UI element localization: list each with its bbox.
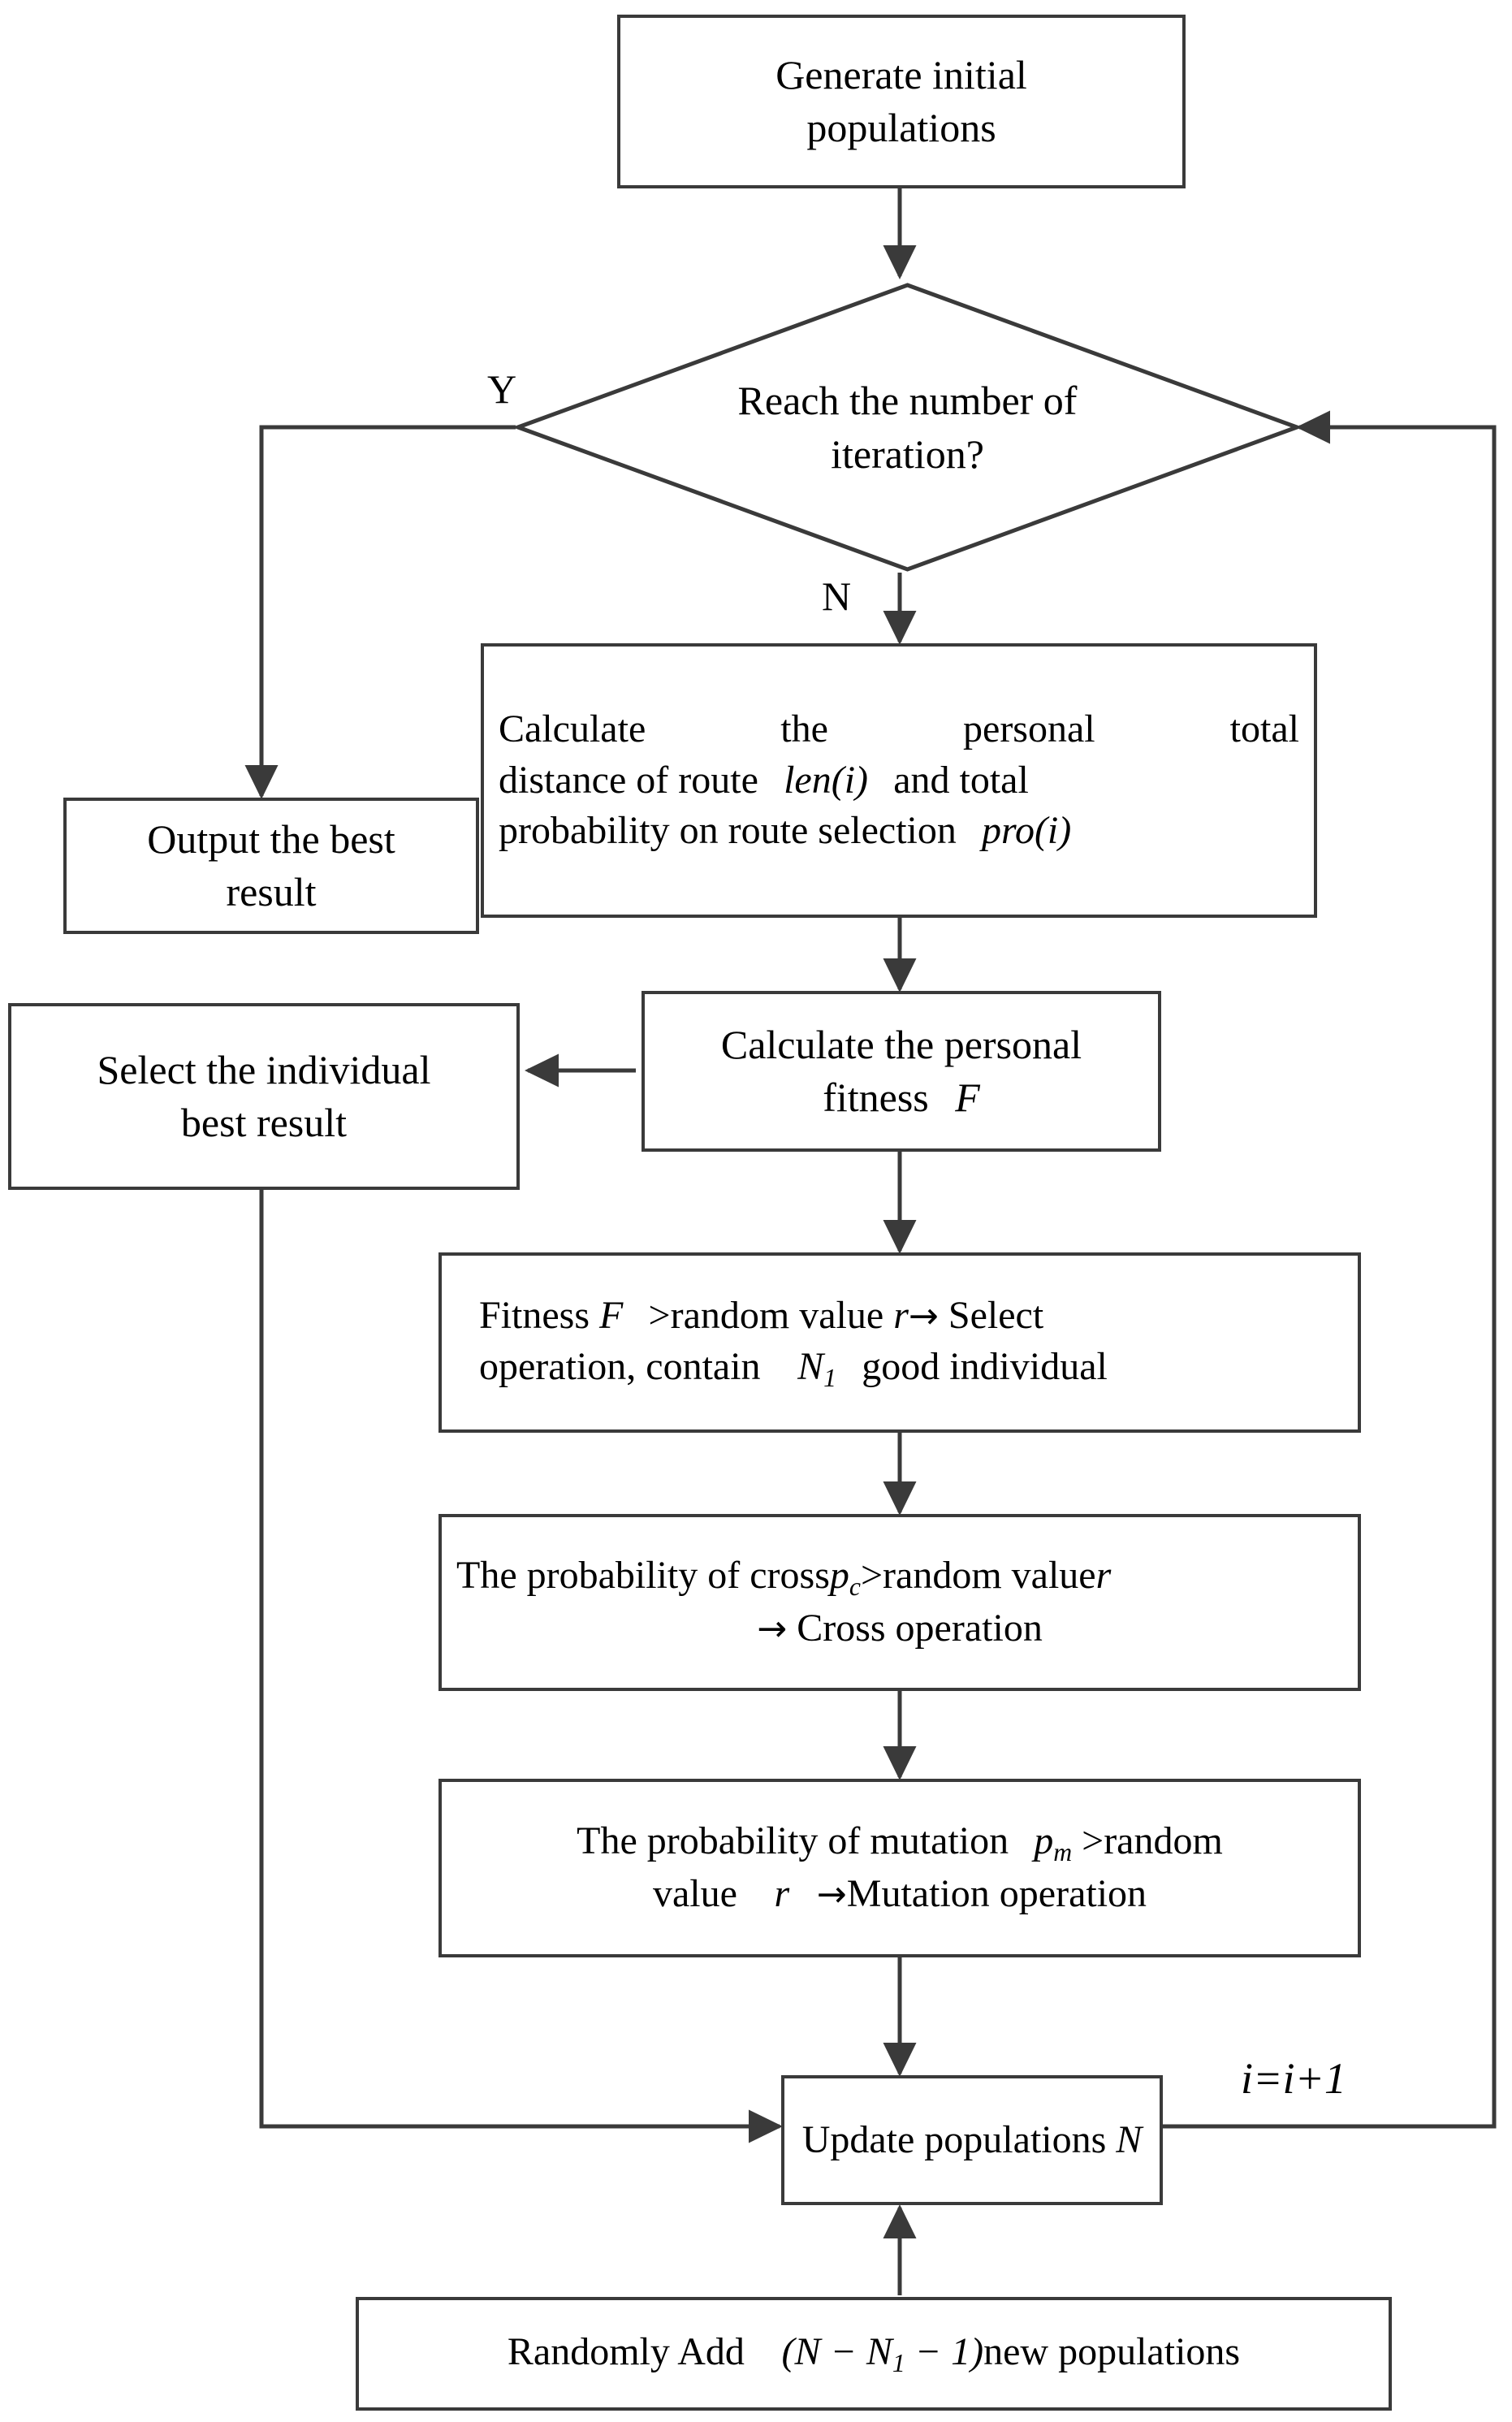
edge-label-no: N xyxy=(822,573,852,619)
select-op-N1: N1 xyxy=(797,1344,836,1392)
node-output-best-result[interactable]: Output the best result xyxy=(63,798,479,934)
mutation-op-pm: pm xyxy=(1034,1819,1073,1867)
node-generate-initial-populations[interactable]: Generate initial populations xyxy=(617,15,1186,188)
mutation-op-r: r xyxy=(774,1872,790,1916)
cross-op-arrow-icon: → xyxy=(757,1608,788,1650)
select-op-arrow-icon: → xyxy=(908,1295,939,1338)
calc-fitness-line-1: Calculate the personal xyxy=(720,1022,1082,1067)
edge-label-increment: i=i+1 xyxy=(1241,2054,1346,2103)
mutation-op-line-1b: >random xyxy=(1082,1819,1223,1863)
node-update-populations[interactable]: Update populations N xyxy=(781,2075,1163,2205)
randomly-add-expression: (N − N1 − 1) xyxy=(781,2330,984,2378)
update-pop-line-1a: Update populations xyxy=(801,2117,1107,2161)
output-best-line-2: result xyxy=(226,869,317,915)
edge-decision-yes-to-output xyxy=(244,425,516,800)
select-individual-line-2: best result xyxy=(180,1100,348,1145)
select-op-line-1b: >random value xyxy=(648,1294,884,1338)
select-op-F: F xyxy=(599,1294,624,1338)
calc-fitness-line-2a: fitness xyxy=(823,1075,929,1120)
decision-line-2: iteration? xyxy=(831,431,984,477)
edge-label-yes: Y xyxy=(487,366,517,412)
node-decision-reach-iteration[interactable]: Reach the number of iteration? xyxy=(516,283,1299,572)
calc-distance-len-i: len(i) xyxy=(784,758,869,802)
update-pop-N: N xyxy=(1116,2117,1143,2161)
node-cross-operation[interactable]: The probability of crosspc>random valuer… xyxy=(438,1514,1361,1691)
output-best-line-1: Output the best xyxy=(147,816,395,862)
select-op-line-1c: Select xyxy=(948,1294,1044,1338)
calc-distance-line-2a: distance of route xyxy=(499,758,758,802)
node-select-operation[interactable]: Fitness F >random value r→ Select operat… xyxy=(438,1252,1361,1433)
randomly-add-line-1a: Randomly Add xyxy=(507,2330,745,2374)
generate-line-2: populations xyxy=(806,105,996,150)
cross-op-line-1b: >random value xyxy=(860,1554,1096,1598)
node-select-individual-best-result[interactable]: Select the individual best result xyxy=(8,1003,520,1190)
cross-op-pc: pc xyxy=(829,1554,861,1602)
mutation-op-line-2a: value xyxy=(652,1872,737,1916)
calc-distance-line-2b: and total xyxy=(893,758,1029,802)
calc-distance-line-3a: probability on route selection xyxy=(499,809,957,853)
calc-distance-line-1: Calculate the personal total xyxy=(499,707,1299,751)
mutation-op-line-1a: The probability of mutation xyxy=(577,1819,1009,1863)
select-op-r: r xyxy=(893,1294,909,1338)
mutation-op-arrow-icon: → xyxy=(816,1874,847,1916)
calc-distance-pro-i: pro(i) xyxy=(982,809,1072,853)
select-op-line-1a: Fitness xyxy=(479,1294,590,1338)
randomly-add-line-1b: new populations xyxy=(983,2330,1241,2374)
mutation-op-line-2b: Mutation operation xyxy=(846,1872,1147,1916)
select-op-line-2a: operation, contain xyxy=(479,1344,761,1388)
decision-line-1: Reach the number of xyxy=(737,378,1078,423)
cross-op-line-2a: Cross operation xyxy=(797,1607,1043,1650)
select-individual-line-1: Select the individual xyxy=(97,1047,431,1092)
node-mutation-operation[interactable]: The probability of mutation pm >random v… xyxy=(438,1779,1361,1957)
node-calculate-personal-fitness[interactable]: Calculate the personal fitness F xyxy=(642,991,1161,1152)
node-randomly-add-populations[interactable]: Randomly Add (N − N1 − 1)new populations xyxy=(356,2297,1392,2411)
generate-line-1: Generate initial xyxy=(775,52,1027,97)
cross-op-line-1a: The probability of cross xyxy=(456,1554,830,1598)
decision-diamond-shape xyxy=(516,283,1299,572)
cross-op-r: r xyxy=(1095,1554,1112,1598)
select-op-line-2b: good individual xyxy=(862,1344,1108,1388)
node-calculate-total-distance[interactable]: Calculate the personal total distance of… xyxy=(481,643,1317,918)
calc-fitness-F: F xyxy=(955,1075,980,1120)
